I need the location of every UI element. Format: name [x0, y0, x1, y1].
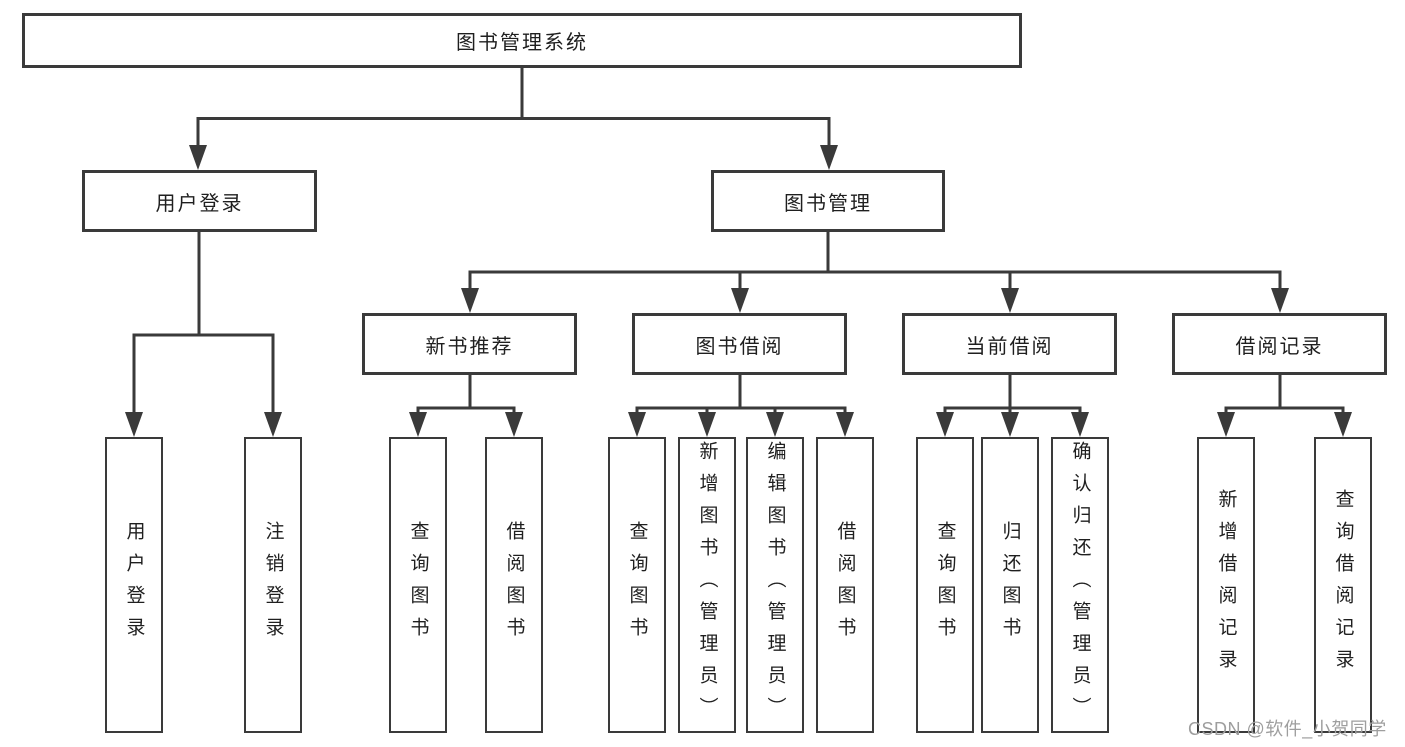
node-root: 图书管理系统	[22, 13, 1022, 68]
leaf-edit-books-admin: 编辑图书（管理员）	[746, 437, 804, 733]
node-user-login: 用户登录	[82, 170, 317, 232]
leaf-user-login-label: 用户登录	[123, 521, 145, 649]
leaf-recommend-query-books-label: 查询图书	[407, 521, 429, 649]
node-new-book-recommendation: 新书推荐	[362, 313, 577, 375]
node-borrowing-records: 借阅记录	[1172, 313, 1387, 375]
leaf-add-borrow-record-label: 新增借阅记录	[1215, 489, 1237, 681]
node-borrowing-records-label: 借阅记录	[1235, 335, 1324, 358]
leaf-return-books-label: 归还图书	[999, 521, 1021, 649]
leaf-return-books: 归还图书	[981, 437, 1039, 733]
leaf-recommend-borrow-books: 借阅图书	[485, 437, 543, 733]
leaf-current-query-books: 查询图书	[916, 437, 974, 733]
leaf-current-query-books-label: 查询图书	[934, 521, 956, 649]
leaf-add-borrow-record: 新增借阅记录	[1197, 437, 1255, 733]
leaf-user-login: 用户登录	[105, 437, 163, 733]
leaf-recommend-borrow-books-label: 借阅图书	[503, 521, 525, 649]
node-book-borrowing: 图书借阅	[632, 313, 847, 375]
leaf-borrow-books-label: 借阅图书	[834, 521, 856, 649]
leaf-query-borrow-record-label: 查询借阅记录	[1332, 489, 1354, 681]
node-book-borrowing-label: 图书借阅	[695, 335, 784, 358]
node-current-borrowing-label: 当前借阅	[965, 335, 1054, 358]
leaf-logout: 注销登录	[244, 437, 302, 733]
leaf-add-books-admin: 新增图书（管理员）	[678, 437, 736, 733]
node-book-management: 图书管理	[711, 170, 945, 232]
leaf-recommend-query-books: 查询图书	[389, 437, 447, 733]
node-root-label: 图书管理系统	[456, 32, 588, 54]
node-user-login-label: 用户登录	[155, 192, 244, 215]
leaf-borrow-books: 借阅图书	[816, 437, 874, 733]
leaf-borrow-query-books: 查询图书	[608, 437, 666, 733]
leaf-borrow-query-books-label: 查询图书	[626, 521, 648, 649]
leaf-add-books-admin-label: 新增图书（管理员）	[696, 441, 718, 729]
leaf-confirm-return-admin: 确认归还（管理员）	[1051, 437, 1109, 733]
leaf-query-borrow-record: 查询借阅记录	[1314, 437, 1372, 733]
leaf-logout-label: 注销登录	[262, 521, 284, 649]
node-book-management-label: 图书管理	[784, 192, 872, 215]
node-new-book-recommendation-label: 新书推荐	[425, 335, 514, 358]
leaf-confirm-return-admin-label: 确认归还（管理员）	[1069, 441, 1091, 729]
node-current-borrowing: 当前借阅	[902, 313, 1117, 375]
leaf-edit-books-admin-label: 编辑图书（管理员）	[764, 441, 786, 729]
csdn-watermark: CSDN @软件_小贺同学	[1188, 719, 1387, 739]
